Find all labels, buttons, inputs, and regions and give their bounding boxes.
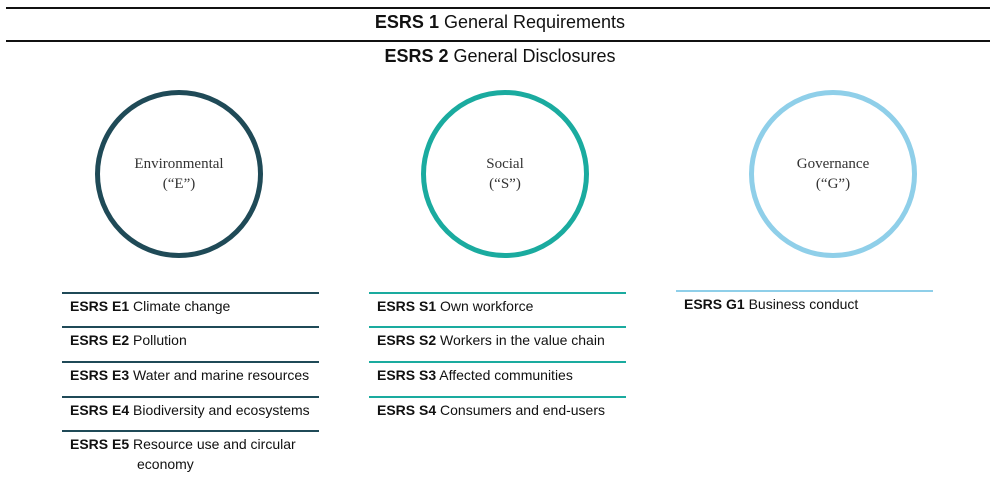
- environmental-abbr: (“E”): [162, 176, 196, 192]
- item-title: Resource use and circular: [133, 436, 296, 452]
- social-label: Social: [486, 156, 524, 172]
- esrs1-title: General Requirements: [443, 12, 626, 32]
- item-title: Biodiversity and ecosystems: [133, 402, 310, 418]
- list-item-e4: ESRS E4 Biodiversity and ecosystems: [62, 396, 319, 430]
- list-item-s2: ESRS S2 Workers in the value chain: [369, 326, 626, 360]
- item-title: Affected communities: [439, 367, 573, 383]
- item-code: ESRS E3: [70, 367, 130, 383]
- list-item-s1: ESRS S1 Own workforce: [369, 292, 626, 326]
- item-code: ESRS E1: [70, 298, 130, 314]
- item-title: Business conduct: [748, 296, 859, 312]
- environmental-circle: Environmental (“E”): [95, 90, 263, 258]
- list-item-e2: ESRS E2 Pollution: [62, 326, 319, 360]
- item-code: ESRS G1: [684, 296, 745, 312]
- item-title: Water and marine resources: [133, 367, 310, 383]
- governance-abbr: (“G”): [815, 176, 851, 192]
- list-item-e3: ESRS E3 Water and marine resources: [62, 361, 319, 395]
- item-code: ESRS E5: [70, 436, 130, 452]
- mid-rule: [6, 40, 990, 42]
- esrs1-code: ESRS 1: [374, 12, 439, 32]
- social-abbr: (“S”): [489, 176, 521, 192]
- item-title-continued: economy: [137, 456, 194, 472]
- list-item-s3: ESRS S3 Affected communities: [369, 361, 626, 395]
- list-item-e5: ESRS E5 Resource use and circular econom…: [62, 430, 319, 475]
- governance-circle: Governance (“G”): [749, 90, 917, 258]
- item-code: ESRS S4: [377, 402, 437, 418]
- item-code: ESRS S3: [377, 367, 437, 383]
- item-code: ESRS E4: [70, 402, 130, 418]
- governance-label: Governance: [796, 156, 870, 172]
- item-title: Workers in the value chain: [440, 332, 605, 348]
- item-title: Pollution: [133, 332, 187, 348]
- list-item-e1: ESRS E1 Climate change: [62, 292, 319, 326]
- item-code: ESRS S1: [377, 298, 437, 314]
- top-rule: [6, 7, 990, 9]
- item-title: Own workforce: [440, 298, 534, 314]
- esrs2-code: ESRS 2: [384, 46, 449, 66]
- list-item-g1: ESRS G1 Business conduct: [676, 290, 933, 324]
- item-title: Climate change: [133, 298, 231, 314]
- list-item-s4: ESRS S4 Consumers and end-users: [369, 396, 626, 430]
- item-code: ESRS E2: [70, 332, 130, 348]
- environmental-label: Environmental: [134, 156, 224, 172]
- social-circle: Social (“S”): [421, 90, 589, 258]
- item-code: ESRS S2: [377, 332, 437, 348]
- esrs2-title: General Disclosures: [453, 46, 616, 66]
- esrs2-heading: ESRS 2 General Disclosures: [0, 45, 1000, 67]
- item-title: Consumers and end-users: [440, 402, 606, 418]
- esrs1-heading: ESRS 1 General Requirements: [0, 11, 1000, 33]
